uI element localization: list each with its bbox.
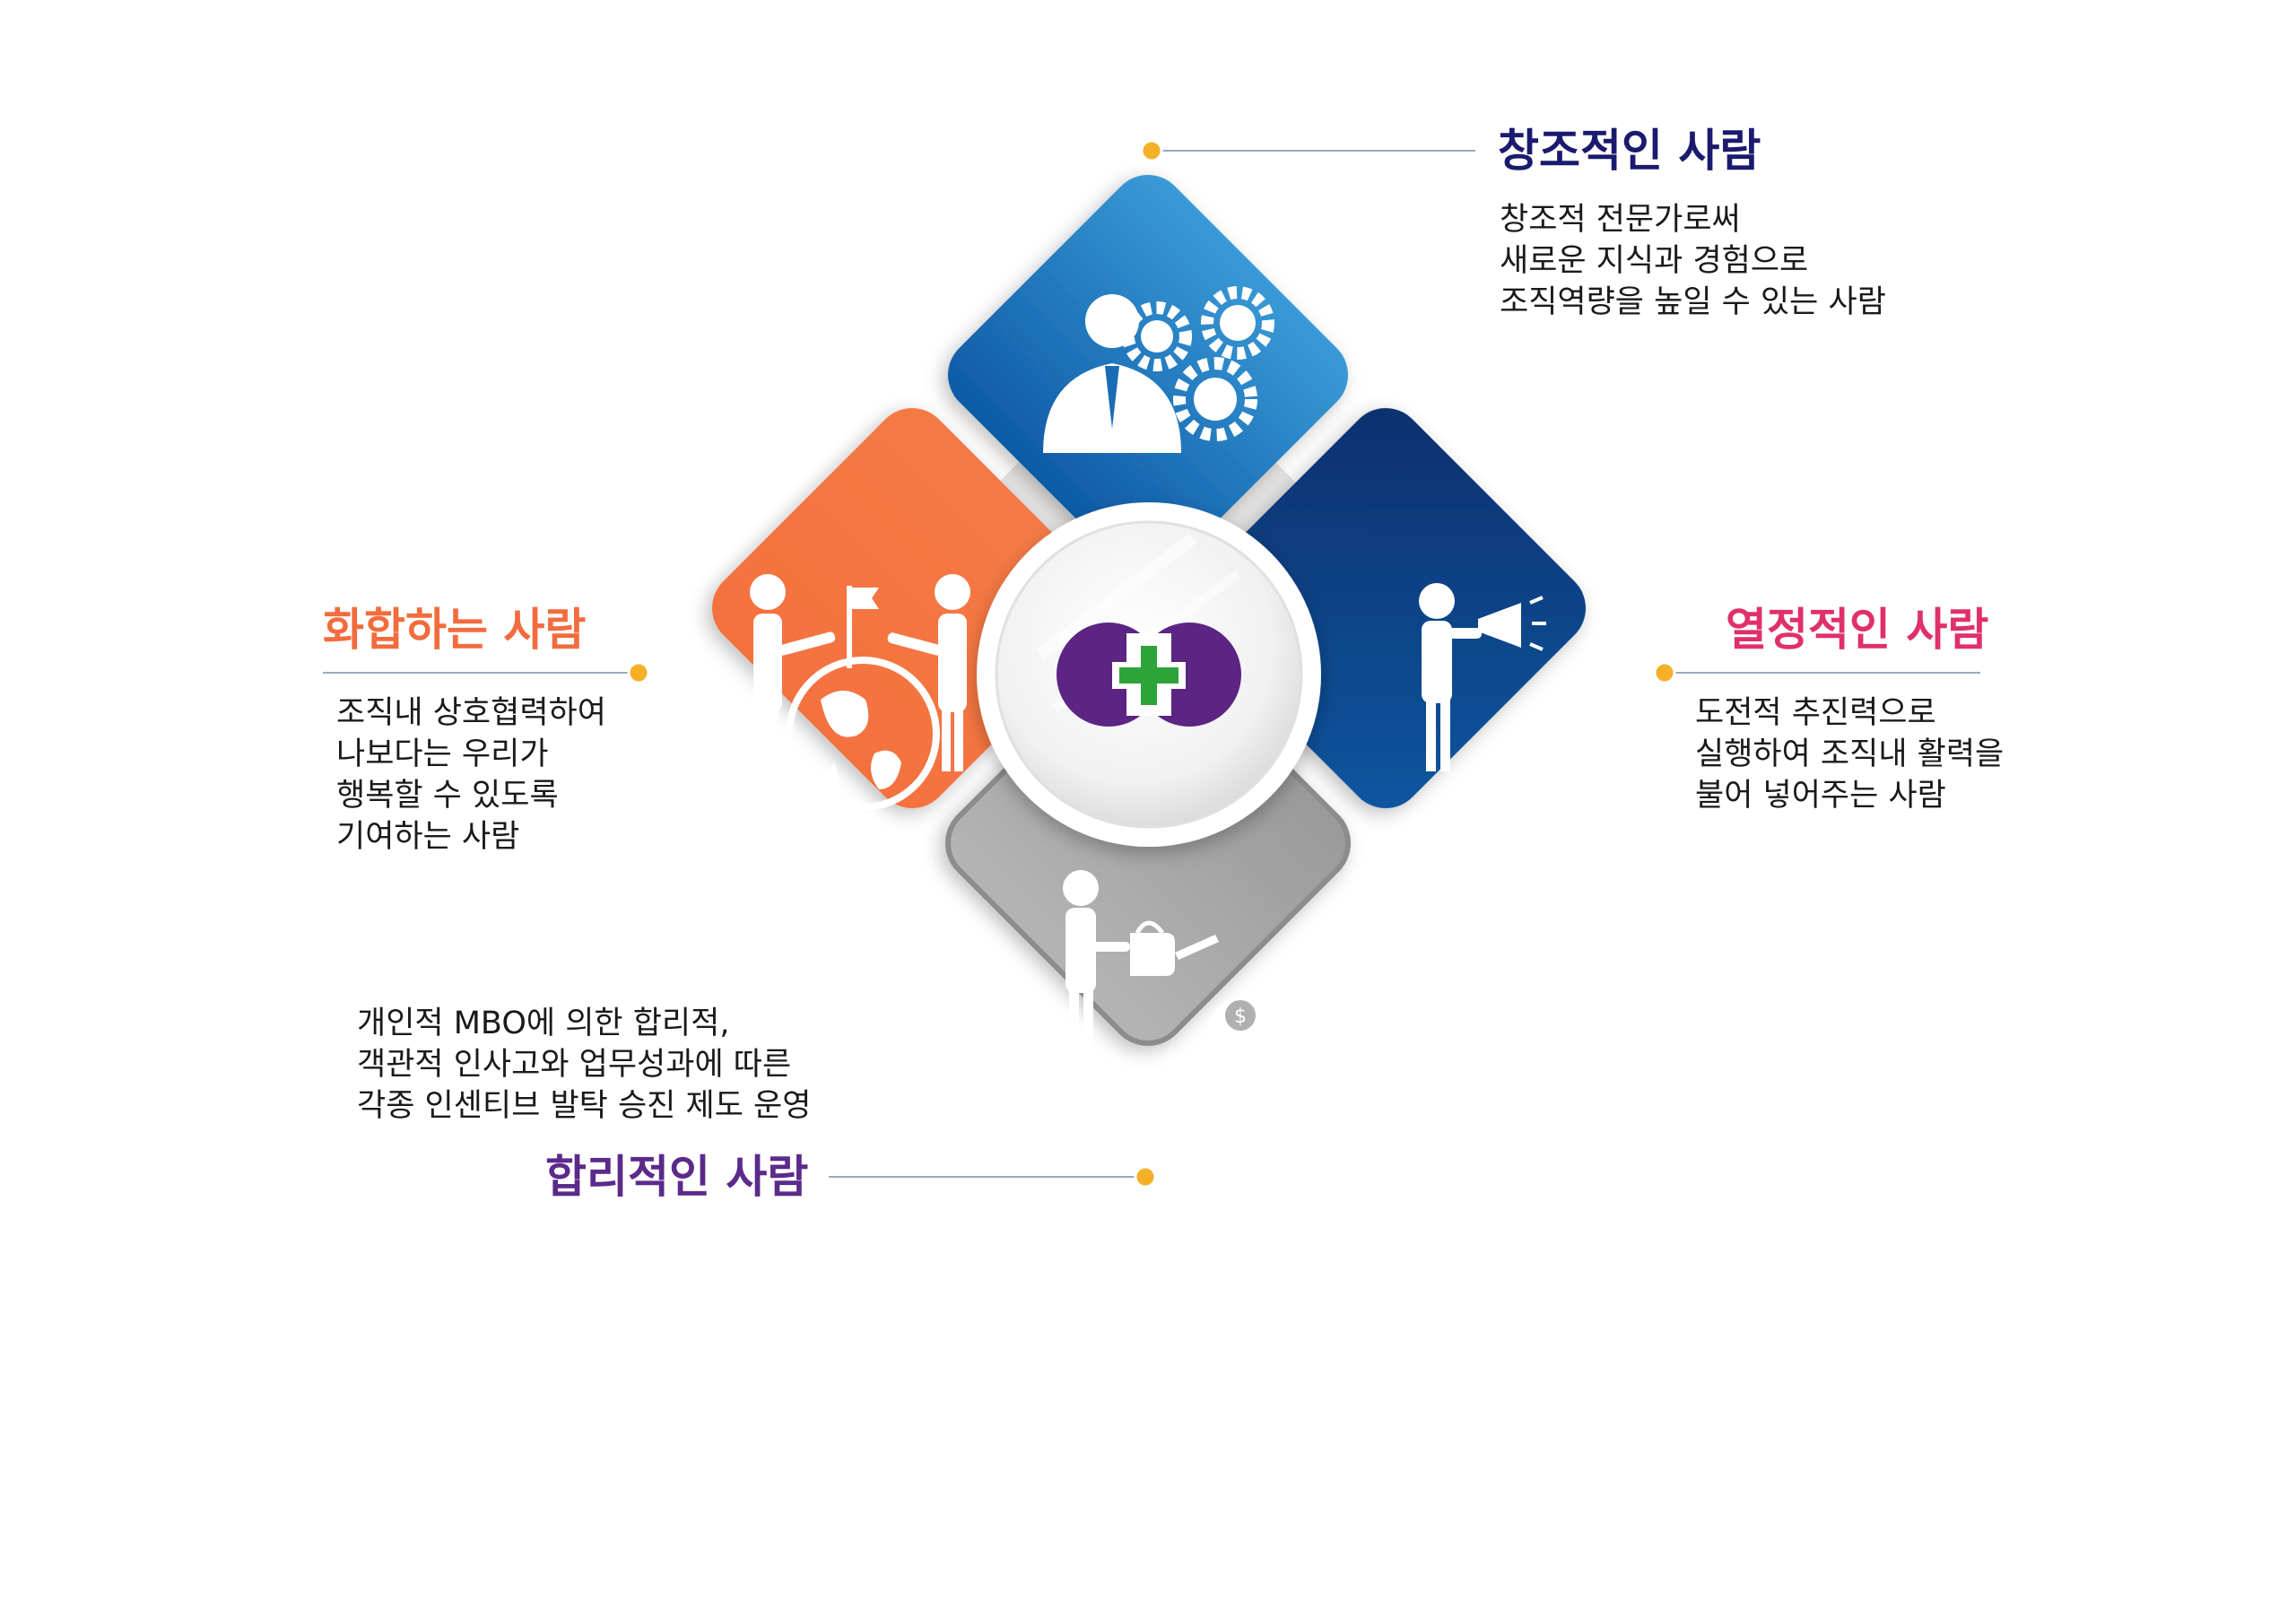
rational-title: 합리적인 사람 [545,1151,809,1203]
megaphone-person-icon [1419,583,1546,771]
harmonious-description: 조직내 상호협력하여 나보다는 우리가 행복할 수 있도록 기여하는 사람 [336,692,606,858]
rational-line: 개인적 MBO에 의한 합리적, [357,1006,730,1041]
creative-line: 창조적 전문가로써 [1500,202,1741,238]
people-globe-flag-icon [750,574,970,811]
passionate-line: 실행하여 조직내 활력을 [1695,736,2005,772]
harmonious-line: 행복할 수 있도록 [336,778,559,814]
creative-line: 새로운 지식과 경험으로 [1500,243,1809,279]
businessman-gears-icon [1043,286,1274,453]
passionate-line: 불어 넣어주는 사람 [1695,778,1946,814]
svg-text:$: $ [1234,1006,1247,1028]
harmonious-line: 나보다는 우리가 [336,736,549,772]
creative-description: 창조적 전문가로써 새로운 지식과 경험으로 조직역량을 높일 수 있는 사람 [1500,199,1886,323]
creative-line: 조직역량을 높일 수 있는 사람 [1500,284,1886,320]
harmonious-title: 화합하는 사람 [323,604,587,656]
passionate-line: 도전적 추진력으로 [1695,695,1936,731]
rational-line: 각종 인센티브 발탁 승진 제도 운영 [357,1088,812,1124]
harmonious-line: 기여하는 사람 [336,819,520,855]
rational-description: 개인적 MBO에 의한 합리적, 객관적 인사고와 업무성과에 따른 각종 인센… [357,1003,811,1127]
creative-diamond [947,174,1349,576]
creative-title: 창조적인 사람 [1498,125,1761,177]
rational-line: 객관적 인사고와 업무성과에 따른 [357,1047,792,1083]
harmonious-line: 조직내 상호협력하여 [336,695,606,731]
watering-money-plant-icon: $ [1063,870,1283,1058]
passionate-description: 도전적 추진력으로 실행하여 조직내 활력을 불어 넣어주는 사람 [1695,692,2004,816]
passionate-title: 열정적인 사람 [1726,604,1989,656]
company-logo-icon [1057,623,1241,727]
